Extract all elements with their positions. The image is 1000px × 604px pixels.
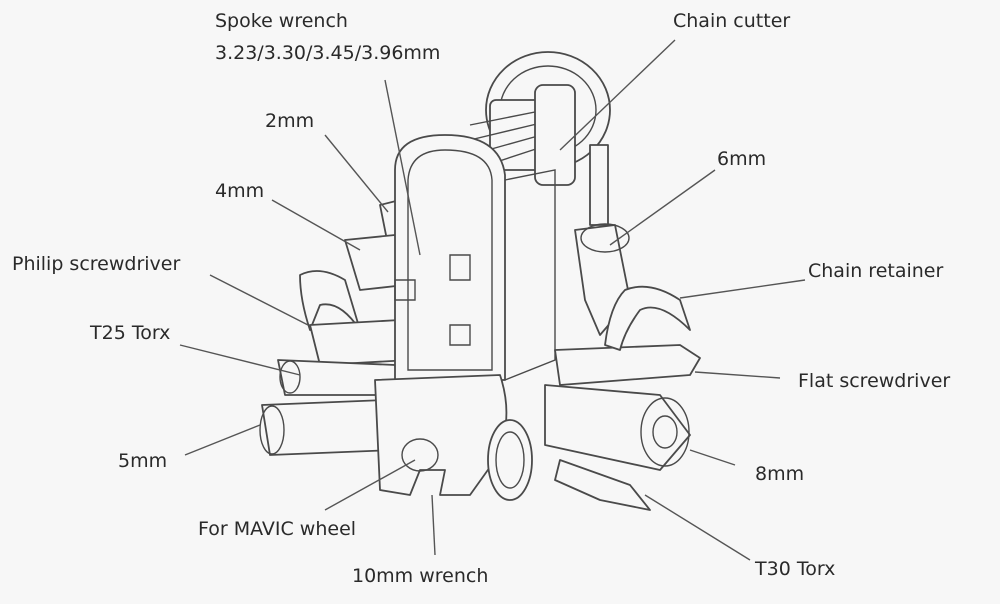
main-plate-drawing <box>394 134 556 381</box>
label-spoke-wrench-line1: Spoke wrench <box>215 10 348 32</box>
label-mavic-wheel: For MAVIC wheel <box>198 518 357 540</box>
label-8mm: 8mm <box>755 463 805 485</box>
label-chain-cutter: Chain cutter <box>673 10 791 32</box>
right-bits-drawing <box>544 223 701 511</box>
label-flat-screwdriver: Flat screwdriver <box>798 370 951 392</box>
label-philip-screwdriver: Philip screwdriver <box>12 253 181 275</box>
label-10mm-wrench: 10mm wrench <box>352 565 489 587</box>
label-5mm: 5mm <box>118 450 168 472</box>
chain-cutter-drawing <box>469 51 611 226</box>
label-4mm: 4mm <box>215 180 265 202</box>
wrench-drawing <box>374 374 533 501</box>
label-t25-torx: T25 Torx <box>90 322 171 344</box>
label-2mm: 2mm <box>265 110 315 132</box>
label-t30-torx: T30 Torx <box>755 558 836 580</box>
label-spoke-wrench-line2: 3.23/3.30/3.45/3.96mm <box>215 42 441 64</box>
label-6mm: 6mm <box>717 148 767 170</box>
left-bits-drawing <box>259 199 411 456</box>
leader-lines <box>179 39 806 561</box>
label-chain-retainer: Chain retainer <box>808 260 944 282</box>
